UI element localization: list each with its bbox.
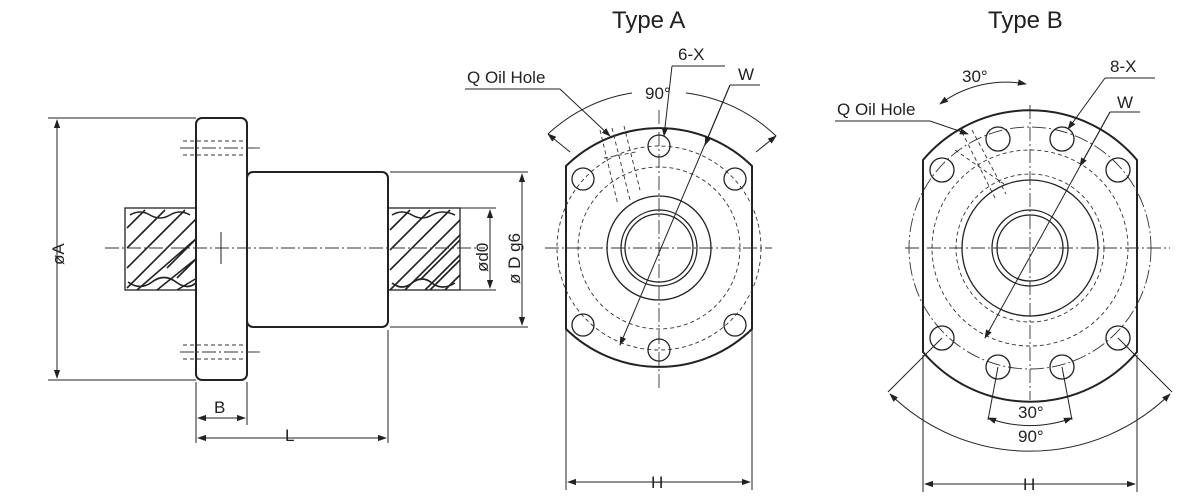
type-a-bolt-holes bbox=[571, 134, 747, 362]
type-a-holes-label: 6-X bbox=[678, 45, 704, 64]
type-a-title: Type A bbox=[612, 7, 685, 34]
dim-d-label: ø D g6 bbox=[505, 233, 524, 284]
nut-body bbox=[246, 171, 389, 328]
dim-l-label: L bbox=[285, 426, 294, 445]
type-b-angle-top-label: 30° bbox=[962, 67, 988, 86]
dim-a-label: øA bbox=[49, 243, 68, 265]
dim-b-label: B bbox=[214, 398, 225, 417]
type-b-angle-bottom-large-label: 90° bbox=[1018, 427, 1044, 446]
dim-d0-label: ød0 bbox=[473, 243, 492, 272]
type-a-pcd-label: W bbox=[738, 65, 754, 84]
type-b-flange bbox=[922, 109, 1138, 403]
type-a-flange bbox=[565, 127, 753, 368]
type-a-view: Type A Q Oil Hole bbox=[465, 7, 777, 492]
type-b-width-label: H bbox=[1023, 475, 1035, 494]
type-b-angle-bottom-small-label: 30° bbox=[1018, 403, 1044, 422]
type-b-pcd-label: W bbox=[1117, 93, 1133, 112]
type-b-oil-hole-label: Q Oil Hole bbox=[837, 100, 915, 119]
type-b-title: Type B bbox=[988, 7, 1063, 34]
type-b-bolt-holes bbox=[929, 126, 1131, 380]
type-a-width-label: H bbox=[651, 473, 663, 492]
type-a-oil-hole-label: Q Oil Hole bbox=[467, 68, 545, 87]
screw-thread-left bbox=[124, 207, 198, 291]
type-a-angle-label: 90° bbox=[645, 84, 671, 103]
type-b-holes-label: 8-X bbox=[1110, 57, 1136, 76]
side-view: øA ød0 ø D g6 B L bbox=[48, 117, 528, 445]
screw-thread-right bbox=[387, 207, 461, 291]
type-b-view: Type B Q Oil Hole bbox=[835, 7, 1173, 494]
